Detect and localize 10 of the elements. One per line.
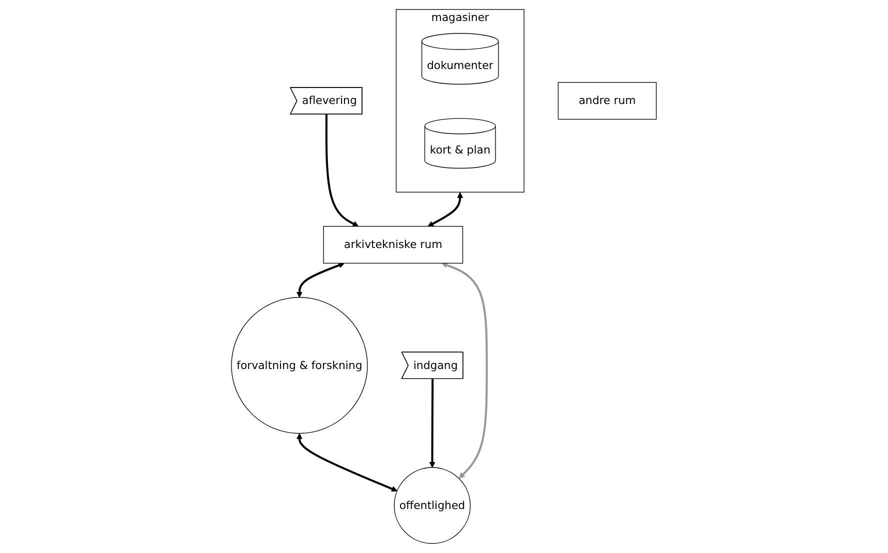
arrow (296, 433, 398, 492)
node-circle: forvaltning & forskning (231, 297, 368, 434)
arrow (442, 262, 488, 479)
arrow (326, 114, 359, 227)
node-circle: offentlighed (394, 467, 471, 544)
node-box: arkivtekniske rum (323, 226, 464, 264)
node-box: andre rum (558, 82, 657, 120)
arrow (296, 262, 345, 298)
arrow (429, 379, 436, 468)
arrow (428, 192, 464, 227)
